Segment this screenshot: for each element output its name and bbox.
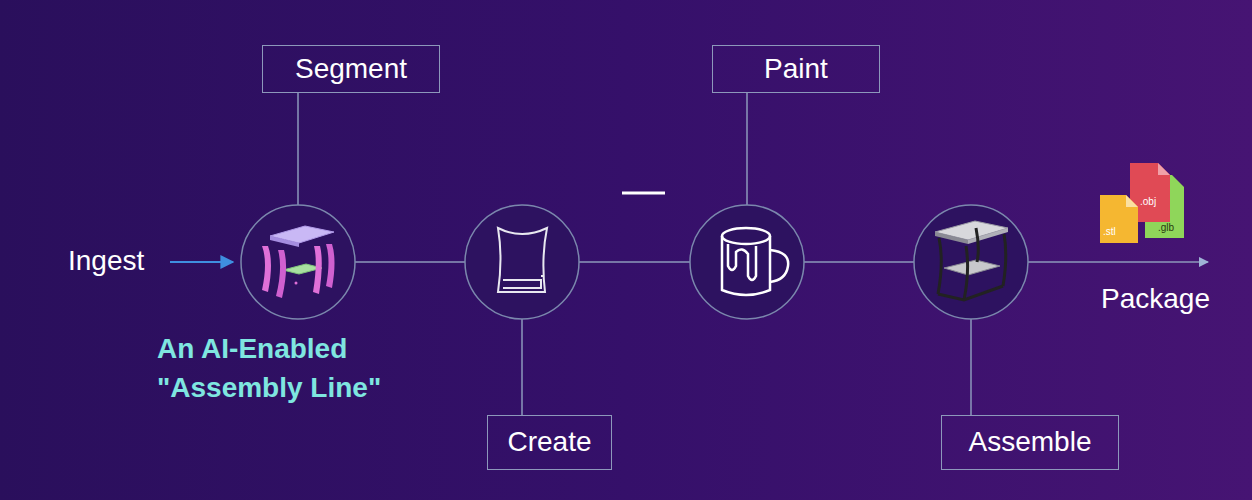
segmented-table-icon xyxy=(262,226,335,298)
ingest-arrow xyxy=(170,261,233,263)
stage-box: Assemble xyxy=(941,415,1119,470)
tagline: An AI-Enabled "Assembly Line" xyxy=(157,330,407,407)
panel-icon xyxy=(498,228,547,292)
stage-label: Assemble xyxy=(969,427,1092,458)
assembled-table-icon xyxy=(935,221,1008,300)
stage-circle xyxy=(241,205,1028,319)
file-ext: .glb xyxy=(1158,222,1174,234)
input-label: Ingest xyxy=(68,244,144,278)
file-icons xyxy=(1100,163,1184,243)
stage-label: Create xyxy=(507,427,591,458)
file-ext: .obj xyxy=(1140,196,1156,208)
paint-bucket-icon xyxy=(722,228,788,295)
stage-box: Segment xyxy=(262,45,440,93)
stage-box: Create xyxy=(487,415,612,470)
stage-label: Segment xyxy=(295,54,407,85)
pipeline-line xyxy=(298,93,1208,415)
file-ext: .stl xyxy=(1103,226,1116,238)
dash-mark xyxy=(622,192,665,195)
output-label: Package xyxy=(1101,282,1210,316)
stage-label: Paint xyxy=(764,54,828,85)
stage-box: Paint xyxy=(712,45,880,93)
